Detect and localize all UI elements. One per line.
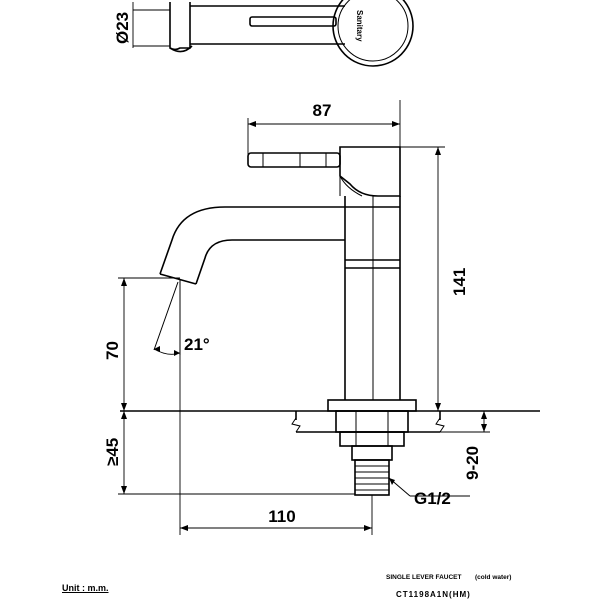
diameter-label: Ø23 [113,12,132,44]
deck-dimension: ≥45 [103,411,355,495]
reach-dimension: 110 [179,290,373,535]
product-type: SINGLE LEVER FAUCET [386,574,462,581]
deck-thickness-label: 9-20 [463,446,482,480]
width-label: 87 [313,101,332,120]
deck-thickness-dimension: 9-20 [440,411,490,480]
angle-label: 21° [184,335,210,354]
thread-label: G1/2 [414,489,451,508]
spout-height-dimension: 70 [103,277,180,411]
lock-nut [339,431,405,447]
product-note: (cold water) [475,574,512,581]
height-dimension: 141 [400,146,469,411]
width-dimension: 87 [247,100,401,158]
angle-annotation: 21° [153,280,210,356]
reach-label: 110 [268,507,295,526]
height-label: 141 [450,268,469,296]
top-view: Ø23 Sanitary [113,0,414,67]
model-code: CT1198A1N(HM) [396,590,471,599]
deck-label: ≥45 [103,438,122,466]
spout-height-label: 70 [103,341,122,360]
thread-callout: G1/2 [388,477,470,508]
brand-mark: Sanitary [355,10,364,42]
faucet-side-view [120,146,540,496]
base-flange [327,399,417,412]
unit-label: Unit : m.m. [62,583,109,593]
